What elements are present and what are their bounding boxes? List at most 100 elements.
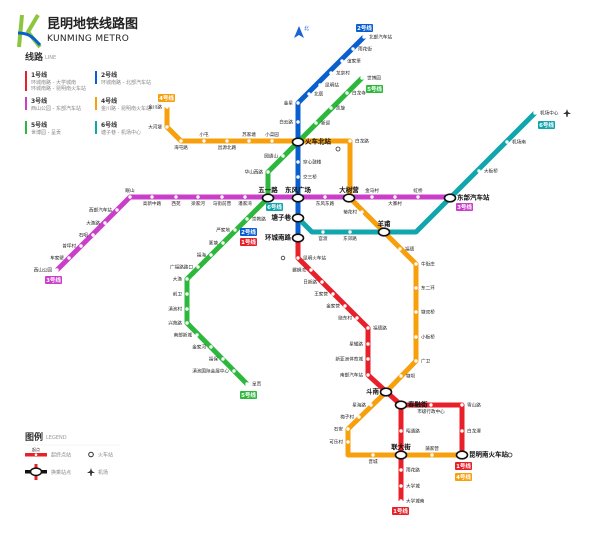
station-l4[interactable]: 梅子村: [340, 414, 361, 421]
station-l3[interactable]: 金马村: [365, 187, 379, 199]
station-l4[interactable]: 蒲家营: [425, 445, 439, 457]
station-l4[interactable]: 牛街庄: [414, 261, 435, 268]
station-l5[interactable]: 南部新城: [174, 332, 199, 339]
line-badge-2[interactable]: 2号线: [356, 24, 373, 32]
line-badge-4[interactable]: 4号线: [455, 473, 472, 481]
station-l1[interactable]: 大学城: [399, 483, 420, 490]
line-badge-1[interactable]: 1号线: [240, 238, 257, 246]
station-l6[interactable]: 官渡: [318, 230, 328, 242]
station-l4[interactable]: 昌源北路: [218, 139, 237, 151]
station-l3[interactable]: 梁家河: [191, 195, 205, 207]
station-l5[interactable]: 金家河: [192, 344, 213, 351]
station-l4[interactable]: 小菜园: [265, 131, 279, 143]
station-l5[interactable]: 兴苑路: [168, 320, 189, 327]
interchange-station[interactable]: 联大街: [391, 442, 411, 460]
station-l4[interactable]: 塘坝: [399, 373, 416, 380]
station-l5[interactable]: 新迎: [314, 120, 331, 127]
station-l5[interactable]: 福海: [197, 252, 213, 259]
station-l1[interactable]: 市级行政中心: [417, 403, 445, 415]
station-l1[interactable]: 福德路: [366, 325, 387, 332]
station-l1[interactable]: 王家营: [314, 291, 335, 298]
station-l4[interactable]: 大河埂: [148, 124, 169, 131]
station-l5[interactable]: 大渔: [173, 276, 189, 283]
station-l4[interactable]: 可乐村: [329, 439, 350, 446]
station-l2[interactable]: 金星: [284, 100, 300, 107]
station-l5[interactable]: 呈贡: [245, 382, 262, 388]
station-l4[interactable]: 苏家塘: [242, 131, 256, 143]
station-l1[interactable]: 日新路: [303, 279, 324, 286]
interchange-station[interactable]: 羊甫: [378, 219, 392, 237]
station-l5[interactable]: 广福路路口: [170, 264, 200, 271]
station-l3[interactable]: 高新中路: [143, 195, 162, 207]
line-badge-1[interactable]: 1号线: [455, 462, 472, 470]
line-badge-3[interactable]: 3号线: [45, 276, 62, 284]
station-l1[interactable]: 螺蛳湾: [292, 267, 313, 274]
station-l1[interactable]: 雨花路: [399, 467, 420, 474]
station-l4[interactable]: 菊花村: [343, 209, 364, 216]
station-l3[interactable]: 车家壁: [50, 255, 71, 262]
station-l3[interactable]: 大渔路: [86, 220, 107, 227]
station-l4[interactable]: 福德: [398, 246, 415, 253]
station-l2[interactable]: 交三桥: [296, 174, 317, 181]
station-l2[interactable]: 穿心鼓楼: [296, 159, 322, 166]
station-l4[interactable]: 晋城: [368, 453, 378, 465]
line-badge-4[interactable]: 4号线: [158, 94, 175, 102]
station-l4[interactable]: 塘双桥: [414, 309, 435, 316]
station-l1[interactable]: 晓东村: [338, 315, 359, 322]
line-badge-6[interactable]: 6号线: [266, 203, 283, 211]
station-l3[interactable]: 西苑: [171, 195, 181, 207]
station-l1[interactable]: 昭通路: [399, 428, 420, 435]
station-l5[interactable]: 严家地: [216, 227, 237, 234]
station-l5[interactable]: 福保: [209, 356, 225, 363]
station-l4[interactable]: 广卫: [414, 358, 431, 365]
station-l4[interactable]: 小屯: [199, 131, 209, 143]
station-l4[interactable]: 金川路: [148, 104, 169, 111]
interchange-station[interactable]: 环城南路: [265, 233, 305, 243]
line-badge-3[interactable]: 3号线: [456, 203, 473, 211]
station-l6[interactable]: 机场南: [505, 139, 526, 146]
station-l5[interactable]: 华山西路: [245, 169, 270, 176]
interchange-station[interactable]: 大树营: [339, 185, 359, 203]
interchange-station[interactable]: 昆明南火车站: [455, 450, 509, 460]
station-l5[interactable]: 圆通山: [264, 153, 285, 160]
station-l6[interactable]: 东郊路: [343, 230, 357, 242]
station-l4[interactable]: 星海路: [352, 402, 373, 409]
interchange-station[interactable]: 东风广场: [285, 185, 312, 203]
station-l3[interactable]: 石咀: [79, 233, 95, 239]
station-l5[interactable]: 白龙寺: [345, 90, 366, 97]
line-badge-2[interactable]: 2号线: [240, 228, 257, 236]
interchange-station[interactable]: 火车北站: [291, 137, 332, 147]
station-l1[interactable]: 金家营: [326, 303, 347, 310]
station-l1[interactable]: 雪山路: [460, 402, 481, 409]
station-l5[interactable]: 滇池国际会展中心: [192, 368, 236, 375]
station-l3[interactable]: 马街前营: [213, 195, 232, 207]
station-l5[interactable]: 篆塘: [209, 240, 225, 247]
interchange-station[interactable]: 斗南: [366, 387, 393, 397]
station-l4[interactable]: 东二环: [414, 285, 435, 292]
station-l2[interactable]: 雨花街: [351, 46, 372, 53]
station-l2[interactable]: 白云路: [279, 119, 300, 126]
interchange-station[interactable]: 五一路: [258, 185, 278, 203]
interchange-station[interactable]: 东部汽车站: [443, 193, 491, 203]
station-l5[interactable]: 崇教路: [245, 216, 266, 223]
station-l6[interactable]: 机场中心: [533, 110, 559, 117]
station-l2[interactable]: 谊家堡: [340, 58, 361, 65]
station-l3[interactable]: 虹桥: [413, 187, 423, 199]
station-l3[interactable]: 大寨村: [388, 195, 402, 207]
station-l1[interactable]: 星耀路: [349, 341, 370, 348]
station-l6[interactable]: 大板桥: [477, 168, 498, 175]
station-l3[interactable]: 潘家湾: [238, 195, 252, 207]
station-l2[interactable]: 昆明站: [318, 82, 339, 89]
station-l3[interactable]: 普坪村: [62, 243, 83, 250]
station-l5[interactable]: 滇池村: [168, 306, 189, 313]
station-l3[interactable]: 西部汽车站: [89, 207, 119, 214]
station-l4[interactable]: 石安: [334, 426, 350, 433]
interchange-station[interactable]: 塘子巷: [272, 213, 305, 223]
station-l2[interactable]: 龙泉村: [329, 70, 350, 77]
